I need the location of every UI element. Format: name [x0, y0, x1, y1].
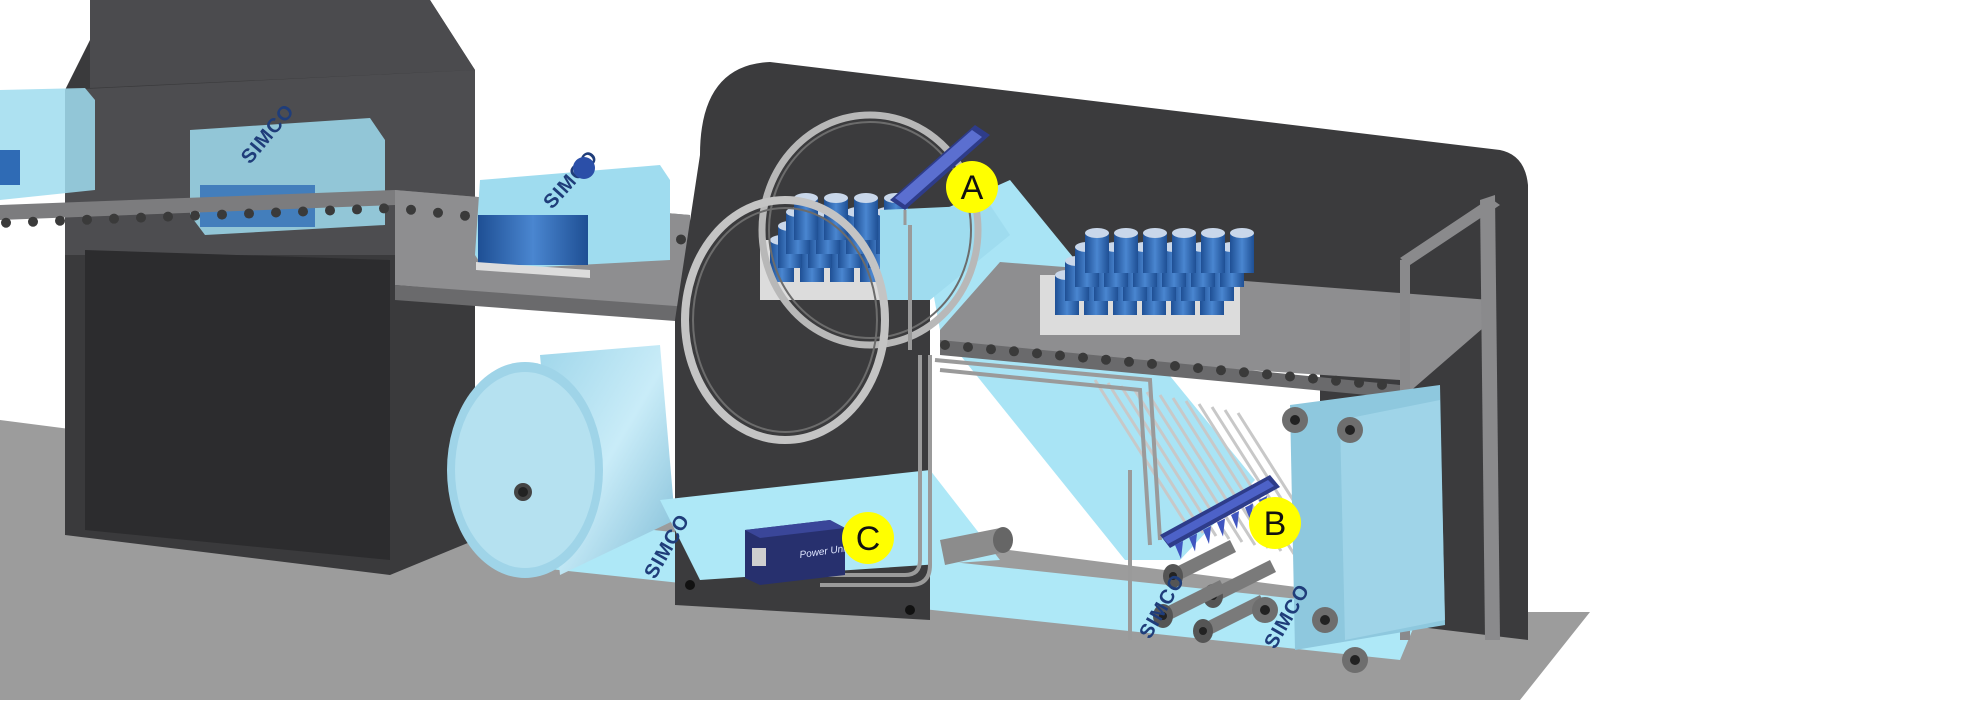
conveyor-roller [460, 210, 470, 221]
conveyor-roller [433, 207, 443, 218]
callout-c: C [842, 512, 894, 564]
can-top [824, 193, 848, 203]
tension-bar [1145, 391, 1244, 543]
can-top [1201, 228, 1225, 238]
film-ring-back [758, 111, 982, 349]
can-top [854, 193, 878, 203]
conveyor-roller [163, 211, 173, 222]
callout-c-letter: C [856, 520, 881, 558]
pack-output [1040, 228, 1254, 335]
conveyor-roller [298, 206, 308, 217]
conveyor-roller [1170, 361, 1180, 371]
conveyor-roller [1193, 363, 1203, 374]
guide-rollers [1153, 540, 1276, 643]
emitter-point [1217, 518, 1225, 537]
can [1230, 233, 1254, 273]
pack-entering [0, 88, 95, 200]
conveyor-roller [1308, 373, 1318, 384]
conveyor-roller [1331, 375, 1341, 386]
conveyor-roller [1055, 350, 1065, 361]
roller-hub [1320, 615, 1330, 625]
conveyor-roller [1124, 356, 1134, 367]
film-roll [447, 345, 675, 578]
can [1085, 233, 1109, 273]
conveyor-roller [271, 207, 281, 218]
conveyor-roller [1285, 371, 1295, 382]
guide-roller [1170, 540, 1236, 582]
conveyor-roller [1009, 346, 1019, 357]
can [1114, 233, 1138, 273]
pack-on-conveyor: SIMCO [475, 146, 670, 278]
conveyor-roller [55, 215, 65, 226]
can [1201, 233, 1225, 273]
callout-a-letter: A [961, 169, 984, 207]
can-top [1085, 228, 1109, 238]
conveyor-roller [1078, 352, 1088, 363]
conveyor-roller [325, 205, 335, 216]
conveyor-roller [82, 214, 92, 225]
conveyor-roller [1101, 354, 1111, 365]
roller-hub [1345, 425, 1355, 435]
conveyor-roller [1, 217, 11, 228]
conveyor-roller [379, 203, 389, 214]
conveyor-roller [109, 213, 119, 224]
conveyor-roller [963, 342, 973, 353]
guide-roller [1160, 580, 1226, 622]
conveyor-roller [217, 209, 227, 220]
can-top [1143, 228, 1167, 238]
can [1143, 233, 1167, 273]
conveyor-roller [136, 212, 146, 223]
conveyor-rollers-right [940, 340, 1387, 390]
conveyor-roller [1216, 365, 1226, 376]
tension-bar [1158, 394, 1257, 546]
conveyor-roller [986, 344, 996, 355]
callout-b: B [1249, 497, 1301, 549]
conveyor-roller [1032, 348, 1042, 359]
film-ring-front [681, 196, 889, 444]
ionizing-bar-b [1160, 475, 1280, 559]
conveyor-roller [1354, 377, 1364, 388]
roller-hub [1199, 627, 1207, 635]
roller-hub [1169, 572, 1177, 580]
emitter-point [1175, 541, 1183, 559]
conveyor-roller [1239, 367, 1249, 378]
idler-roller [940, 527, 1013, 565]
guide-roller [1210, 560, 1276, 602]
can-top [1172, 228, 1196, 238]
tension-bar [1119, 385, 1218, 537]
brand-badge-icon [573, 157, 595, 179]
emitter-point [1189, 533, 1197, 552]
accumulator-rollers [1252, 407, 1368, 673]
conveyor-roller [1377, 379, 1387, 390]
ionizing-bar-a [890, 125, 990, 225]
conveyor-roller [676, 234, 686, 245]
conveyor-roller [28, 216, 38, 227]
emitter-point [1203, 526, 1211, 544]
conveyor-roller [190, 210, 200, 221]
roller-hub [1260, 605, 1270, 615]
callout-b-letter: B [1264, 505, 1287, 543]
conveyor-roller [940, 340, 950, 350]
roller-hub [1159, 612, 1167, 620]
can-top [1230, 228, 1254, 238]
conveyor-roller [244, 208, 254, 219]
conveyor-roller [1262, 369, 1272, 380]
conveyor-roller [1147, 358, 1157, 369]
emitter-point [1231, 511, 1239, 529]
power-unit: Power Unit [745, 520, 850, 585]
ionizer-cables [820, 225, 1162, 640]
conveyor-roller [406, 204, 416, 215]
guide-roller [1200, 595, 1266, 637]
can-top [1114, 228, 1138, 238]
can [1172, 233, 1196, 273]
callout-a: A [946, 161, 998, 213]
roller-hub [1350, 655, 1360, 665]
conveyor-roller [352, 204, 362, 215]
roller-hub [1290, 415, 1300, 425]
